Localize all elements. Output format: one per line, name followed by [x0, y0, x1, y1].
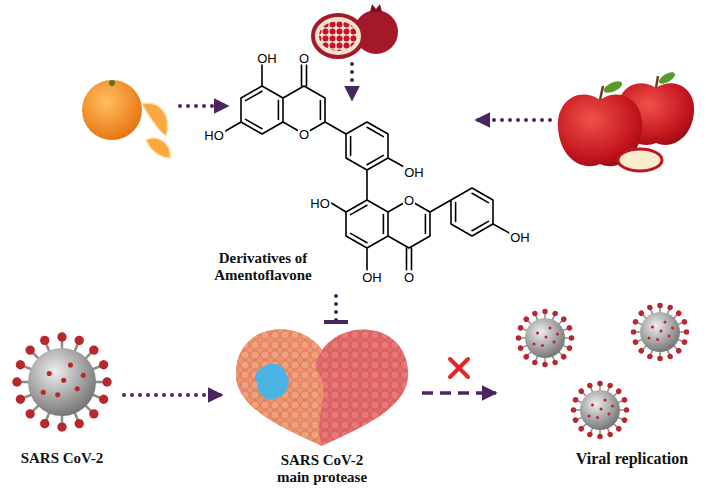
virus-illustration: [12, 332, 111, 431]
dotted-arrow: [124, 393, 222, 397]
apples: [656, 76, 658, 88]
node-label: SARS CoV-2: [2, 450, 122, 467]
mandarin: [82, 80, 170, 158]
dashed-arrow: [422, 391, 496, 395]
virus-illustration: [516, 309, 575, 368]
fruit-arrow: [180, 104, 228, 108]
atom-label: O: [298, 52, 310, 65]
fruit-arrow: [476, 118, 550, 122]
mandarin: [146, 138, 170, 158]
virus-illustration: [571, 381, 630, 440]
virus-illustration: [631, 303, 690, 362]
pomegranate: [313, 4, 398, 57]
mandarin: [142, 103, 168, 136]
apples: [602, 79, 624, 96]
apples: [657, 70, 677, 86]
atom-label: OH: [361, 271, 383, 284]
atom-label: OH: [256, 52, 278, 65]
protease-illustration: [236, 329, 323, 446]
protease-illustration: [236, 329, 408, 446]
pomegranate: [319, 21, 357, 51]
atom-label: OH: [509, 231, 531, 244]
atom-label: HO: [309, 197, 331, 210]
compound-node: Derivatives of Amentoflavone: [190, 50, 545, 296]
amentoflavone-structure: [222, 64, 511, 270]
mandarin: [82, 80, 142, 140]
mandarin: [109, 80, 115, 86]
protease-illustration: [236, 329, 323, 446]
inhibition-line: [334, 296, 338, 324]
virus-illustration: [12, 303, 689, 440]
atom-label: O: [403, 271, 415, 284]
atom-label: O: [298, 128, 310, 141]
amentoflavone-structure: [222, 64, 511, 270]
atom-label: HO: [203, 129, 225, 142]
fruit-arrow: [180, 64, 550, 120]
virus-node: SARS CoV-2: [2, 318, 124, 475]
replication-node: Viral replication: [496, 298, 704, 475]
atom-label: O: [403, 194, 415, 207]
apples: [600, 86, 603, 100]
protease-illustration: [255, 364, 289, 400]
block-cross: [450, 359, 468, 377]
apples: [618, 149, 662, 171]
node-label: SARS CoV-2 main protease: [269, 452, 375, 487]
block-cross: [450, 359, 468, 377]
pomegranate: [370, 4, 382, 12]
protease-illustration: [236, 329, 408, 446]
protease-node: SARS CoV-2 main protease: [222, 324, 422, 491]
node-label: Viral replication: [564, 450, 700, 468]
protease-illustration: [236, 329, 408, 446]
pomegranate: [313, 15, 363, 57]
node-label: Derivatives of Amentoflavone: [198, 250, 328, 285]
atom-label: OH: [403, 166, 425, 179]
block-cross: [450, 359, 468, 377]
apples: [558, 70, 694, 171]
fruit-arrow: [350, 64, 354, 100]
